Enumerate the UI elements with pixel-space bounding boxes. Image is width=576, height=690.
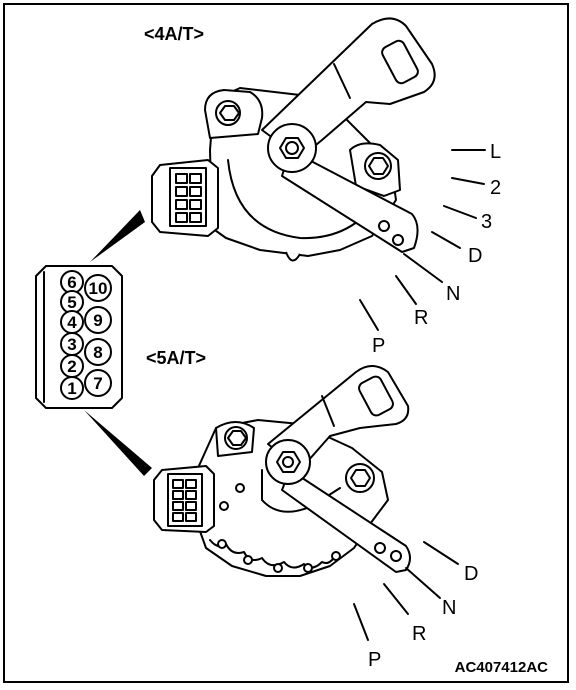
- pin-10: 10: [89, 279, 108, 298]
- pin-1: 1: [67, 379, 76, 398]
- position-label-r-4at: R: [414, 307, 428, 329]
- switch-4at: [151, 17, 436, 262]
- position-label-r-5at: R: [412, 623, 426, 645]
- position-label-3-4at: 3: [481, 211, 492, 233]
- pin-5: 5: [67, 293, 76, 312]
- position-label-n-5at: N: [442, 597, 456, 619]
- pin-4: 4: [67, 313, 77, 332]
- switch-5at: [153, 365, 411, 577]
- position-label-p-4at: P: [372, 335, 385, 357]
- title-5at: <5A/T>: [146, 348, 206, 368]
- leader-lines-4at: [359, 149, 486, 331]
- pin-2: 2: [67, 357, 76, 376]
- pin-9: 9: [93, 311, 102, 330]
- pin-6: 6: [67, 273, 76, 292]
- position-label-2-4at: 2: [490, 177, 501, 199]
- pin-7: 7: [93, 374, 102, 393]
- connector-pinout: 6 5 4 3 2 1 10 9 8 7: [35, 210, 152, 476]
- figure-code: AC407412AC: [455, 659, 549, 676]
- position-label-p-5at: P: [368, 649, 381, 671]
- title-4at: <4A/T>: [144, 24, 204, 44]
- position-label-d-5at: D: [464, 563, 478, 585]
- callout-arrow-upper: [90, 210, 145, 262]
- pin-8: 8: [93, 343, 102, 362]
- position-label-l-4at: L: [490, 141, 501, 163]
- position-label-d-4at: D: [468, 245, 482, 267]
- position-label-n-4at: N: [446, 283, 460, 305]
- pin-3: 3: [67, 335, 76, 354]
- callout-arrow-lower: [84, 410, 152, 476]
- leader-lines-5at: [353, 541, 459, 641]
